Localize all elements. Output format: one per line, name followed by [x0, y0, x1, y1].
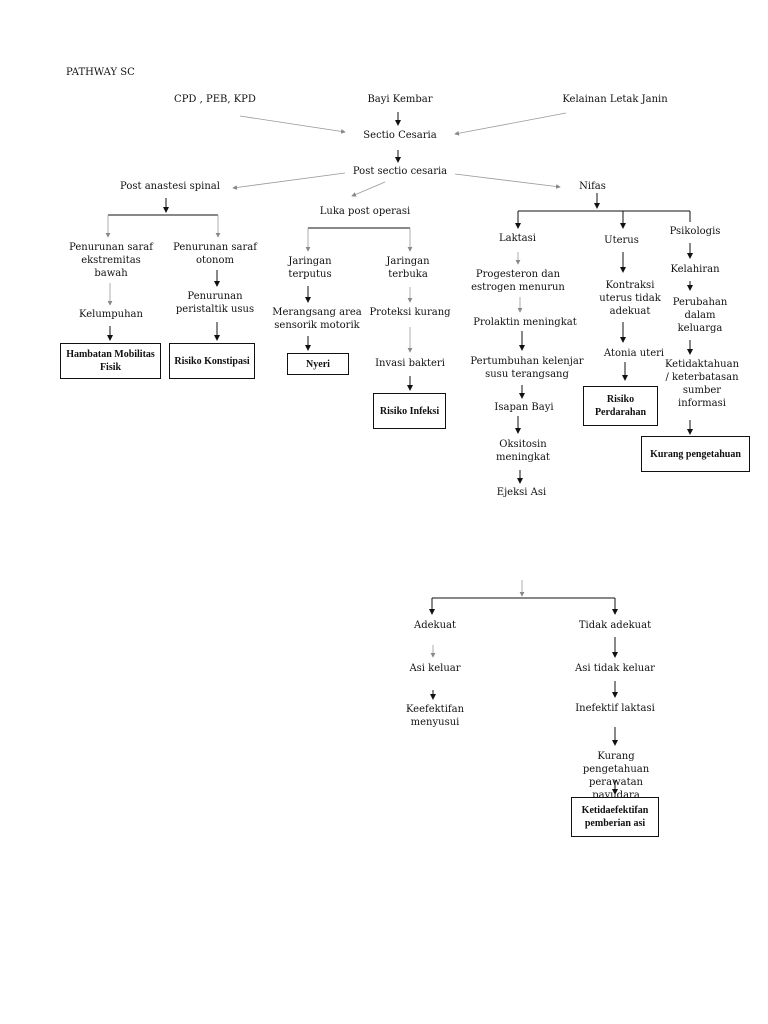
post-sectio-node: Post sectio cesaria — [352, 166, 448, 177]
diagnosis-risiko-konstipasi: Risiko Konstipasi — [169, 343, 255, 379]
wound-right-3: Invasi bakteri — [375, 358, 445, 369]
cause-cpd: CPD , PEB, KPD — [174, 94, 256, 105]
wound-left-1: Jaringan terputus — [288, 256, 332, 280]
uterus-step-1: Kontraksi uterus tidak adekuat — [599, 280, 661, 317]
nifas-node: Nifas — [579, 181, 606, 192]
tidak-adekuat-node: Tidak adekuat — [578, 620, 652, 631]
cause-malposition: Kelainan Letak Janin — [562, 94, 668, 105]
wound-right-1: Jaringan terbuka — [386, 256, 430, 280]
anesthesia-right-2: Penurunan peristaltik usus — [175, 291, 255, 315]
adekuat-step-2: Keefektifan menyusui — [405, 704, 465, 728]
tidak-adekuat-step-2: Inefektif laktasi — [575, 703, 655, 714]
connector-5 — [232, 172, 346, 190]
psikologis-step-2: Perubahan dalam keluarga — [672, 297, 728, 334]
laktasi-node: Laktasi — [499, 233, 536, 244]
diagnosis-kurang-pengetahuan: Kurang pengetahuan — [641, 436, 750, 472]
anesthesia-left-1: Penurunan saraf ekstremitas bawah — [69, 242, 153, 279]
anesthesia-right-1: Penurunan saraf otonom — [173, 242, 257, 266]
cause-twins: Bayi Kembar — [367, 94, 433, 105]
diagnosis-nyeri: Nyeri — [287, 353, 349, 375]
connector-1 — [239, 115, 346, 134]
laktasi-step-6: Ejeksi Asi — [496, 487, 547, 498]
uterus-step-2: Atonia uteri — [603, 348, 665, 359]
diagnosis-risiko-perdarahan: Risiko Perdarahan — [583, 386, 658, 426]
tidak-adekuat-step-1: Asi tidak keluar — [575, 663, 655, 674]
psikologis-node: Psikologis — [669, 226, 721, 237]
diagnosis-ketidakefektifan-pemberian-asi: Ketidaefektifan pemberian asi — [571, 797, 659, 837]
laktasi-step-1: Progesteron dan estrogen menurun — [471, 269, 565, 293]
laktasi-step-3: Pertumbuhan kelenjar susu terangsang — [470, 356, 584, 380]
connector-7 — [454, 173, 561, 189]
uterus-node: Uterus — [604, 235, 639, 246]
page-title: PATHWAY SC — [66, 67, 135, 78]
psikologis-step-3: Ketidaktahuan / keterbatasan sumber info… — [664, 359, 740, 409]
adekuat-node: Adekuat — [413, 620, 457, 631]
tidak-adekuat-step-3: Kurang pengetahuan perawatan payudara — [582, 751, 650, 801]
connector-6 — [351, 181, 386, 197]
wound-left-2: Merangsang area sensorik motorik — [272, 307, 362, 331]
laktasi-step-4: Isapan Bayi — [494, 402, 554, 413]
connector-3 — [454, 112, 567, 136]
diagnosis-hambatan-mobilitas: Hambatan Mobilitas Fisik — [60, 343, 161, 379]
anesthesia-node: Post anastesi spinal — [120, 181, 220, 192]
wound-node: Luka post operasi — [319, 206, 411, 217]
adekuat-step-1: Asi keluar — [409, 663, 461, 674]
psikologis-step-1: Kelahiran — [670, 264, 720, 275]
anesthesia-left-2: Kelumpuhan — [79, 309, 143, 320]
laktasi-step-2: Prolaktin meningkat — [473, 317, 577, 328]
sectio-node: Sectio Cesaria — [363, 130, 437, 141]
laktasi-step-5: Oksitosin meningkat — [496, 439, 550, 463]
wound-right-2: Proteksi kurang — [369, 307, 451, 318]
diagnosis-risiko-infeksi: Risiko Infeksi — [373, 393, 446, 429]
